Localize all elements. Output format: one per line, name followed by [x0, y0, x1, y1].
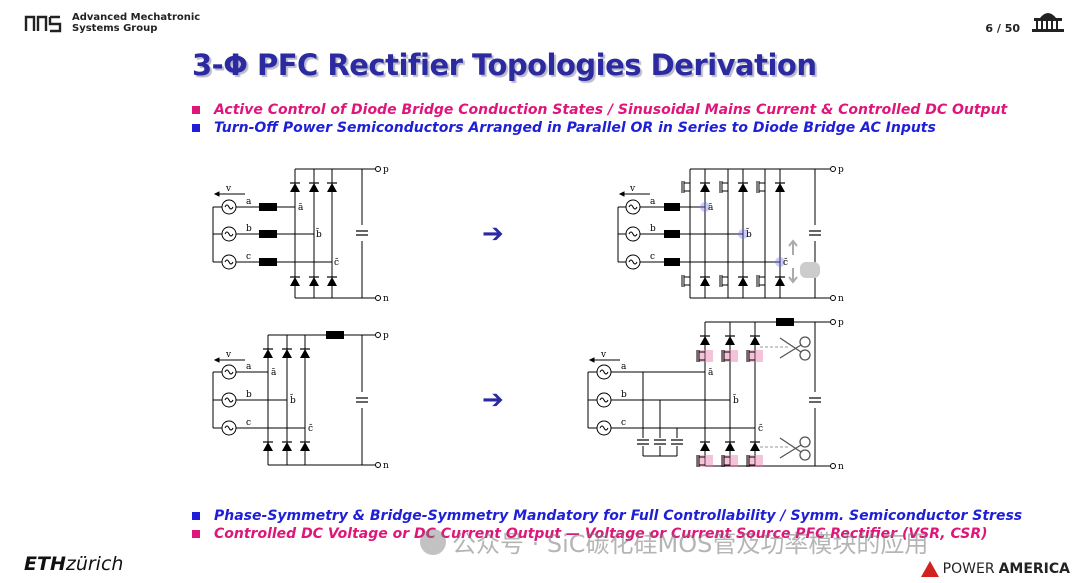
bullet-square-icon	[192, 530, 200, 538]
bullet-square-icon	[192, 124, 200, 132]
poweramerica-icon	[920, 561, 939, 577]
node-label-bbar: b̄	[316, 228, 322, 240]
voltage-label: v	[225, 184, 232, 194]
group-name-line2: Systems Group	[72, 23, 158, 34]
wechat-icon	[420, 528, 446, 555]
node-label-cbar: c̄	[758, 424, 763, 434]
phase-label-c: c	[650, 252, 655, 262]
phase-label-b: b	[246, 224, 252, 234]
phase-label-b: b	[246, 390, 252, 400]
watermark-text: 公众号 · SiC碳化硅MOS管及功率模块的应用	[452, 530, 929, 558]
node-label-abar: ā	[271, 368, 277, 378]
node-label-bbar: b̄	[290, 394, 296, 406]
bullet-text: Phase-Symmetry & Bridge-Symmetry Mandato…	[214, 508, 1023, 524]
phase-label-c: c	[246, 418, 251, 428]
bullet-text: Turn-Off Power Semiconductors Arranged i…	[214, 120, 936, 136]
derivation-arrow-icon: ➔	[482, 385, 504, 415]
diagram-bottom-right-parts	[596, 318, 822, 468]
page-number: 6 / 50	[985, 22, 1020, 35]
phase-label-a: a	[650, 197, 656, 207]
node-label-cbar: c̄	[334, 258, 339, 268]
node-label-cbar: c̄	[308, 424, 313, 434]
bullet-text: Active Control of Diode Bridge Conductio…	[214, 102, 1008, 118]
scissors-icon	[779, 336, 811, 461]
node-label-n: n	[383, 294, 389, 304]
phase-label-a: a	[621, 362, 627, 372]
ams-logo-icon	[24, 15, 62, 33]
phase-label-a: a	[246, 362, 252, 372]
diagram-top-left-parts	[221, 182, 369, 287]
bullet-item: Controlled DC Voltage or DC Current Outp…	[192, 525, 1022, 543]
bullet-square-icon	[192, 106, 200, 114]
node-label-n: n	[383, 461, 389, 471]
node-label-p: p	[838, 165, 844, 175]
node-label-abar: ā	[298, 203, 304, 213]
node-label-bbar: b̄	[746, 228, 752, 240]
group-name-line1: Advanced Mechatronic	[72, 12, 201, 23]
bullet-item: Turn-Off Power Semiconductors Arranged i…	[192, 119, 1007, 137]
phase-label-a: a	[246, 197, 252, 207]
bullet-square-icon	[192, 512, 200, 520]
node-label-p: p	[838, 318, 844, 328]
phase-label-c: c	[621, 418, 626, 428]
derivation-arrow-icon: ➔	[482, 219, 504, 249]
node-label-n: n	[838, 294, 844, 304]
diagram-bottom-left-parts	[221, 331, 369, 452]
eth-logo: ETHzürich	[24, 553, 124, 575]
building-icon	[1032, 13, 1064, 32]
voltage-label: v	[600, 350, 607, 360]
group-logo: Advanced Mechatronic Systems Group	[24, 12, 200, 34]
diagram-bottom-left	[212, 332, 381, 468]
phase-label-b: b	[621, 390, 627, 400]
node-label-bbar: b̄	[733, 394, 739, 406]
voltage-label: v	[225, 350, 232, 360]
phase-label-b: b	[650, 224, 656, 234]
node-label-abar: ā	[708, 203, 714, 213]
voltage-label: v	[629, 184, 636, 194]
bullet-item: Phase-Symmetry & Bridge-Symmetry Mandato…	[192, 507, 1022, 525]
watermark: 公众号 · SiC碳化硅MOS管及功率模块的应用	[420, 524, 928, 559]
bullet-item: Active Control of Diode Bridge Conductio…	[192, 101, 1007, 119]
node-label-p: p	[383, 331, 389, 341]
diagram-top-right-parts	[625, 180, 822, 288]
node-label-cbar: c̄	[783, 258, 788, 268]
bullet-text: Controlled DC Voltage or DC Current Outp…	[214, 526, 988, 542]
node-label-n: n	[838, 462, 844, 472]
node-label-abar: ā	[708, 368, 714, 378]
slide-title: 3-Φ PFC Rectifier Topologies Derivation	[192, 48, 817, 82]
bullet-list-top: Active Control of Diode Bridge Conductio…	[192, 101, 1007, 137]
bullet-list-bottom: Phase-Symmetry & Bridge-Symmetry Mandato…	[192, 507, 1022, 543]
phase-label-c: c	[246, 252, 251, 262]
node-label-p: p	[383, 165, 389, 175]
